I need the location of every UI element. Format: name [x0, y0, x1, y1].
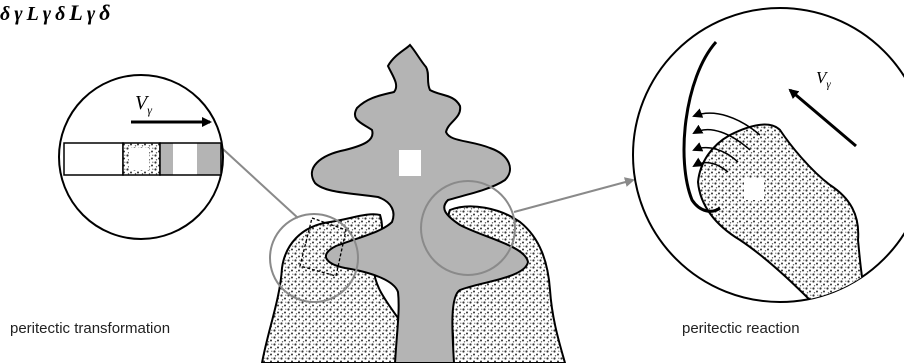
caption-peritectic-reaction: peritectic reaction [682, 320, 800, 337]
central-dendrite [262, 45, 565, 363]
caption-peritectic-transformation: peritectic transformation [10, 320, 170, 337]
strip-delta-region [160, 143, 173, 175]
label-velocity-right: Vγ [816, 68, 831, 90]
delta-label-bg [399, 150, 421, 176]
connector-arrow-left [212, 139, 298, 218]
inset-peritectic-reaction [633, 8, 904, 310]
strip-liquid-region [64, 143, 123, 175]
gamma-label-bg [744, 178, 764, 200]
label-velocity-left: Vγ [135, 92, 152, 118]
connector-arrow-right [514, 180, 633, 212]
